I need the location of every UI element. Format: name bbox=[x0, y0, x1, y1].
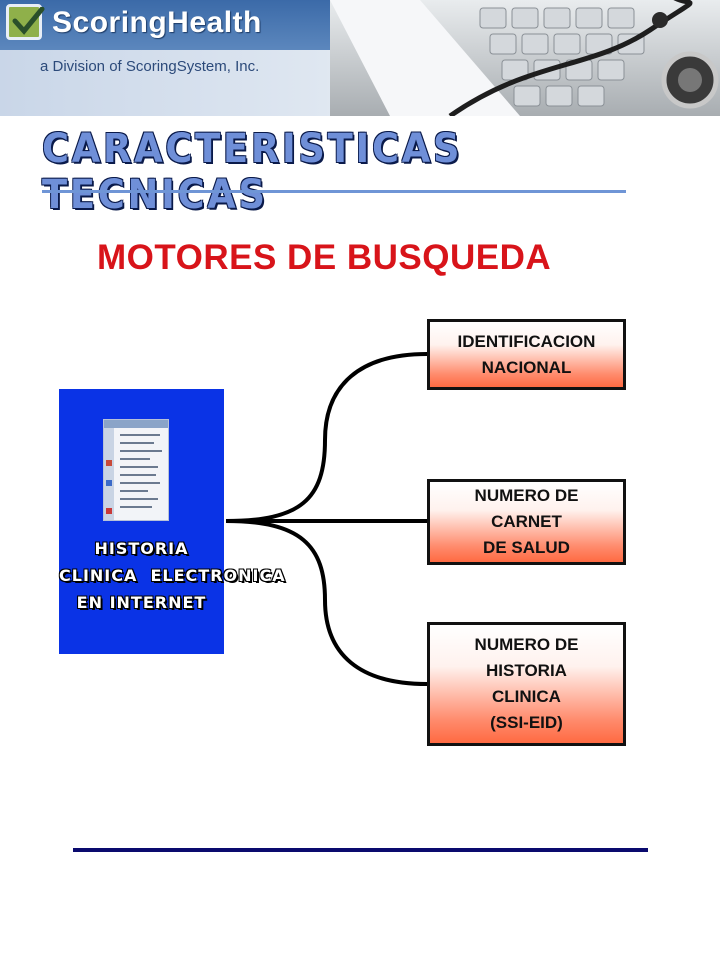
title-underline bbox=[42, 190, 626, 193]
panel-caption-line: CLINICA ELECTRONICA bbox=[59, 566, 286, 585]
panel-caption-line: HISTORIA bbox=[94, 539, 189, 558]
header-banner: ScoringHealth a Division of ScoringSyste… bbox=[0, 0, 720, 116]
ehr-panel: HISTORIA CLINICA ELECTRONICA EN INTERNET bbox=[59, 389, 286, 654]
brand-name: ScoringHealth bbox=[52, 6, 262, 39]
search-box-national-id: IDENTIFICACION NACIONAL bbox=[427, 319, 626, 390]
footer-rule bbox=[73, 848, 648, 852]
page-title: CARACTERISTICAS TECNICAS bbox=[42, 126, 463, 218]
checkbox-check-icon bbox=[6, 4, 45, 40]
website-thumbnail bbox=[103, 419, 169, 521]
connector-to-box-3 bbox=[225, 519, 428, 686]
panel-caption-line: EN INTERNET bbox=[76, 593, 207, 612]
section-heading: MOTORES DE BUSQUEDA bbox=[97, 238, 552, 277]
connector-to-box-1 bbox=[225, 352, 428, 523]
panel-caption: HISTORIA CLINICA ELECTRONICA EN INTERNET bbox=[59, 535, 286, 616]
search-box-clinical-history: NUMERO DE HISTORIA CLINICA (SSI-EID) bbox=[427, 622, 626, 746]
search-box-health-card: NUMERO DE CARNET DE SALUD bbox=[427, 479, 626, 565]
brand-tagline: a Division of ScoringSystem, Inc. bbox=[40, 58, 260, 75]
keyboard-stethoscope-photo bbox=[330, 0, 720, 116]
